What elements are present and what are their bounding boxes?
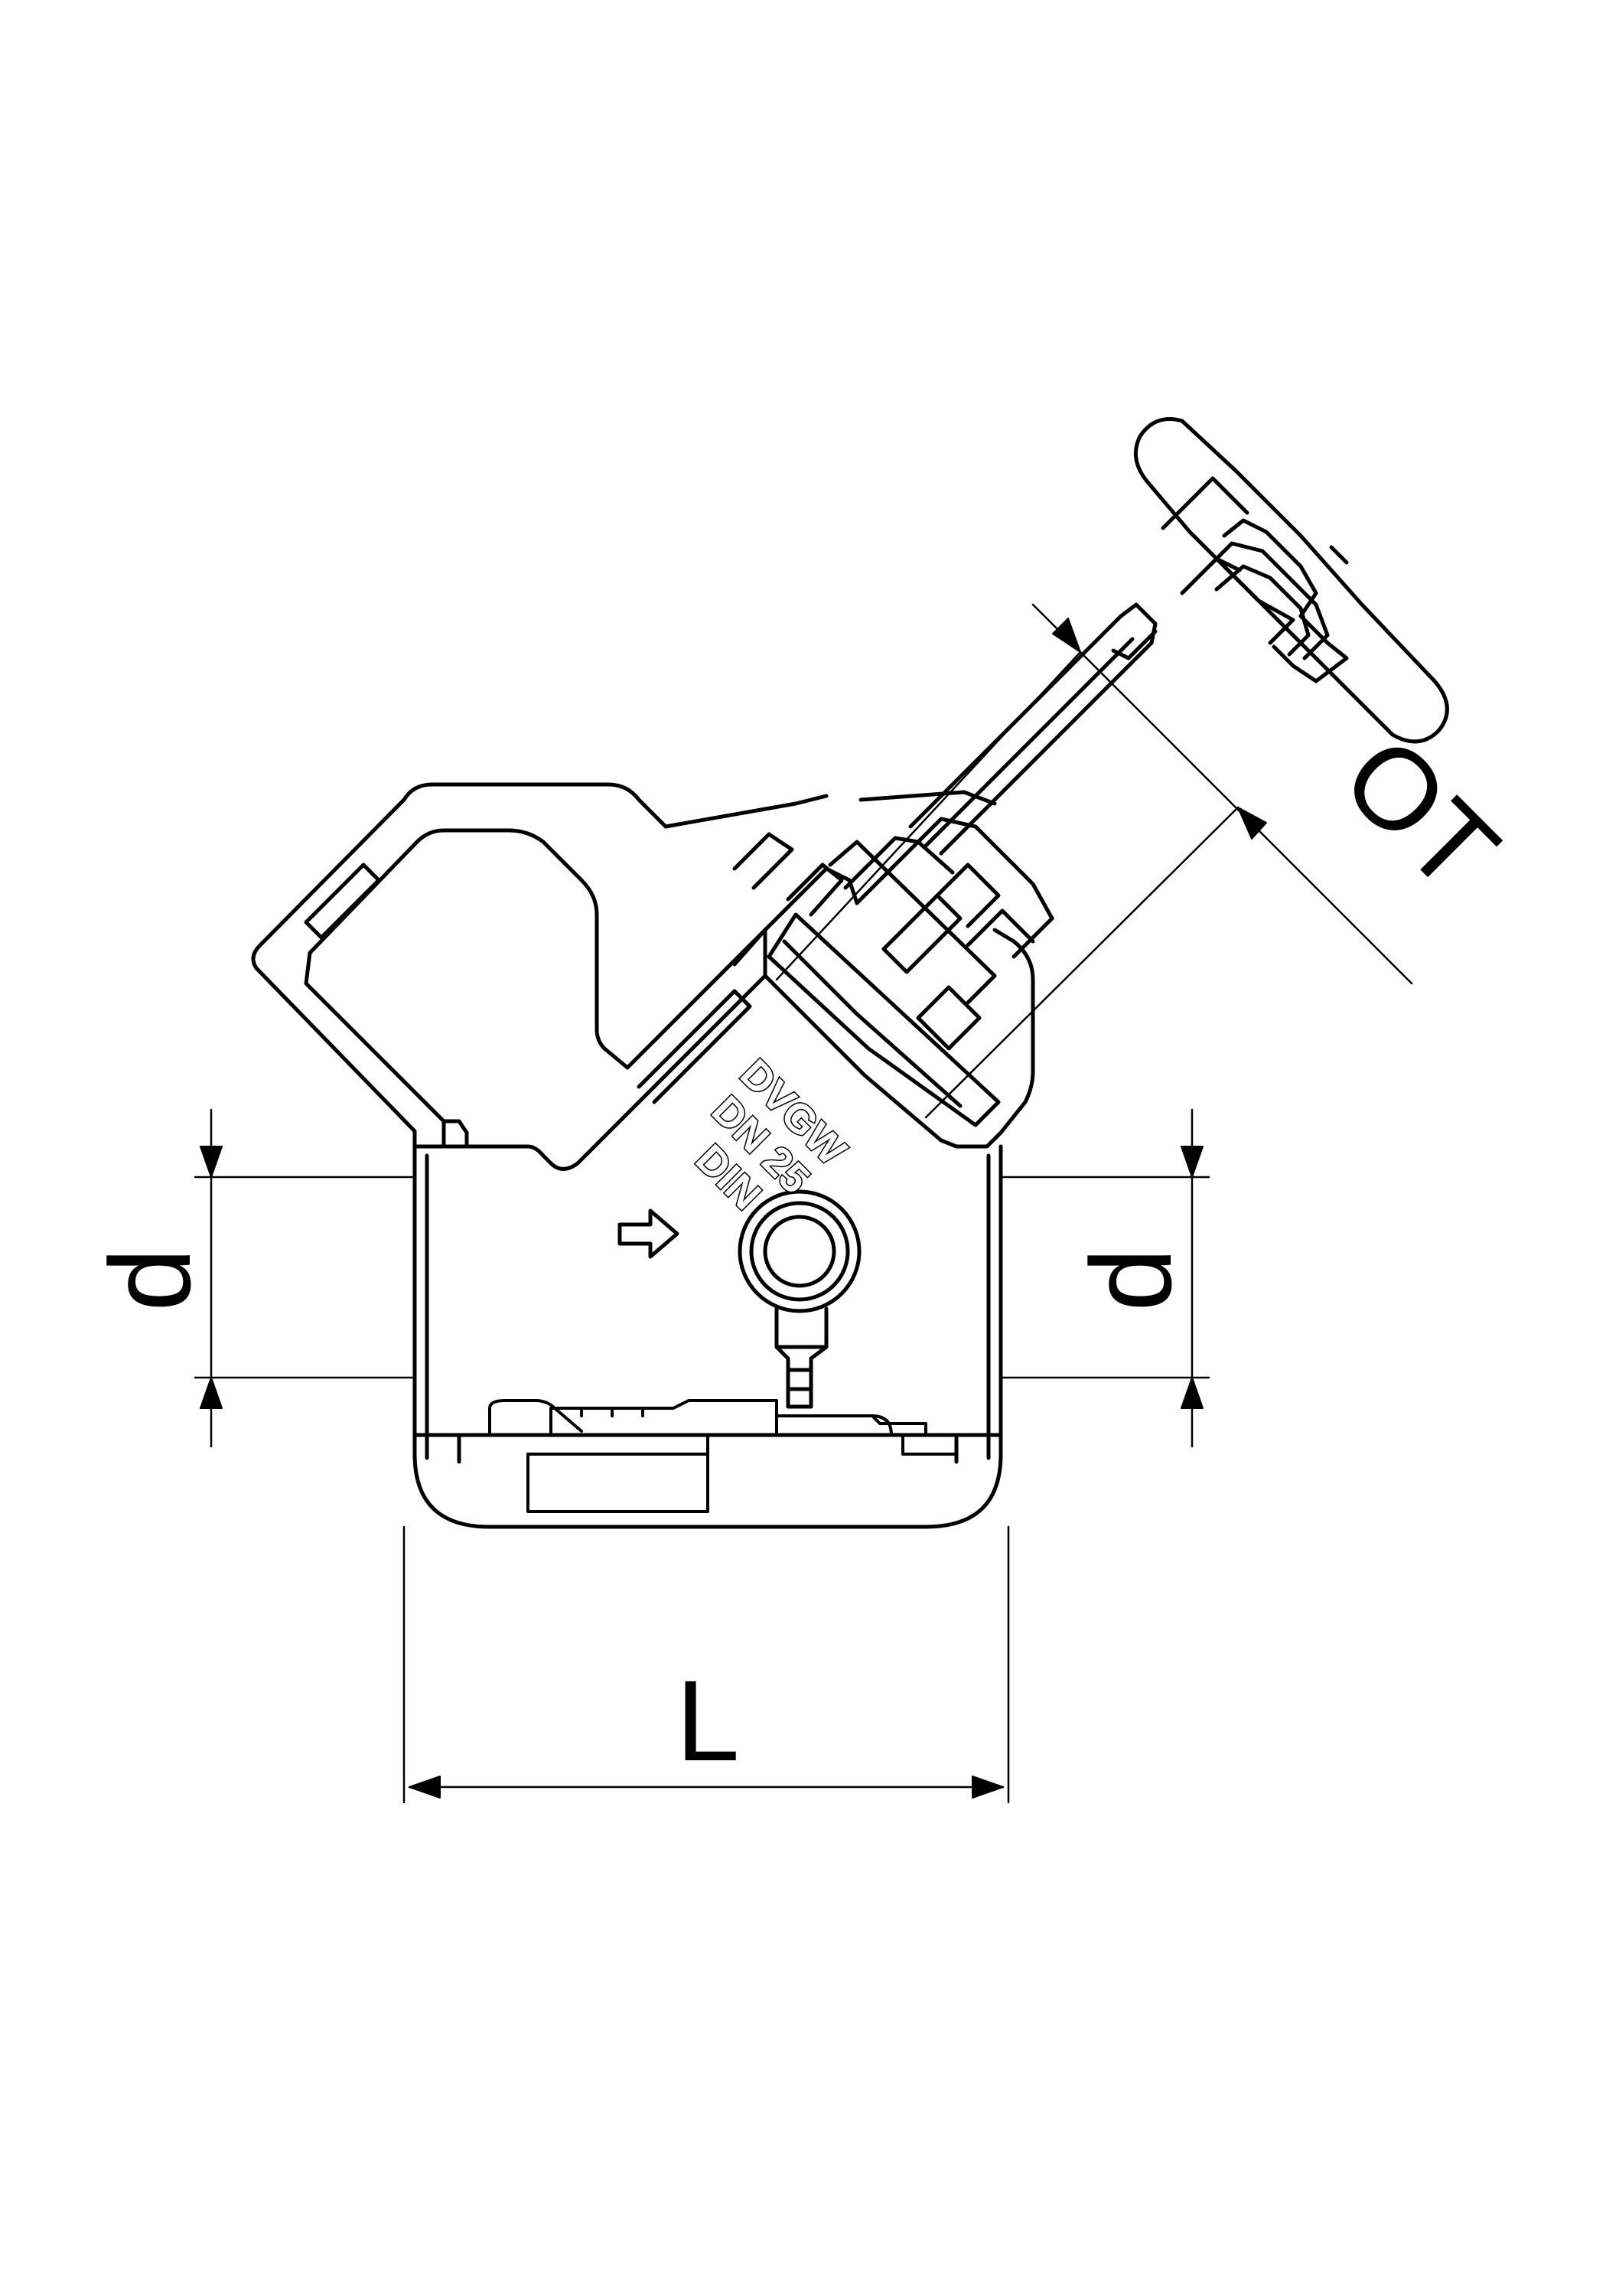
test-port <box>738 1189 862 1409</box>
dimension-label-top: OT <box>1319 712 1523 915</box>
dimension-label-d-left: d <box>86 1247 214 1311</box>
dimension-label-length: L <box>676 1656 739 1785</box>
dimension-arrowheads <box>200 618 1267 1799</box>
handwheel <box>1133 417 1449 744</box>
flow-arrow-icon <box>617 1208 679 1259</box>
bonnet <box>663 790 1054 1149</box>
handle-loop <box>251 782 767 1171</box>
stem <box>908 602 1158 856</box>
dimension-label-d-right: d <box>1067 1247 1195 1311</box>
bottom-features <box>488 1399 958 1513</box>
